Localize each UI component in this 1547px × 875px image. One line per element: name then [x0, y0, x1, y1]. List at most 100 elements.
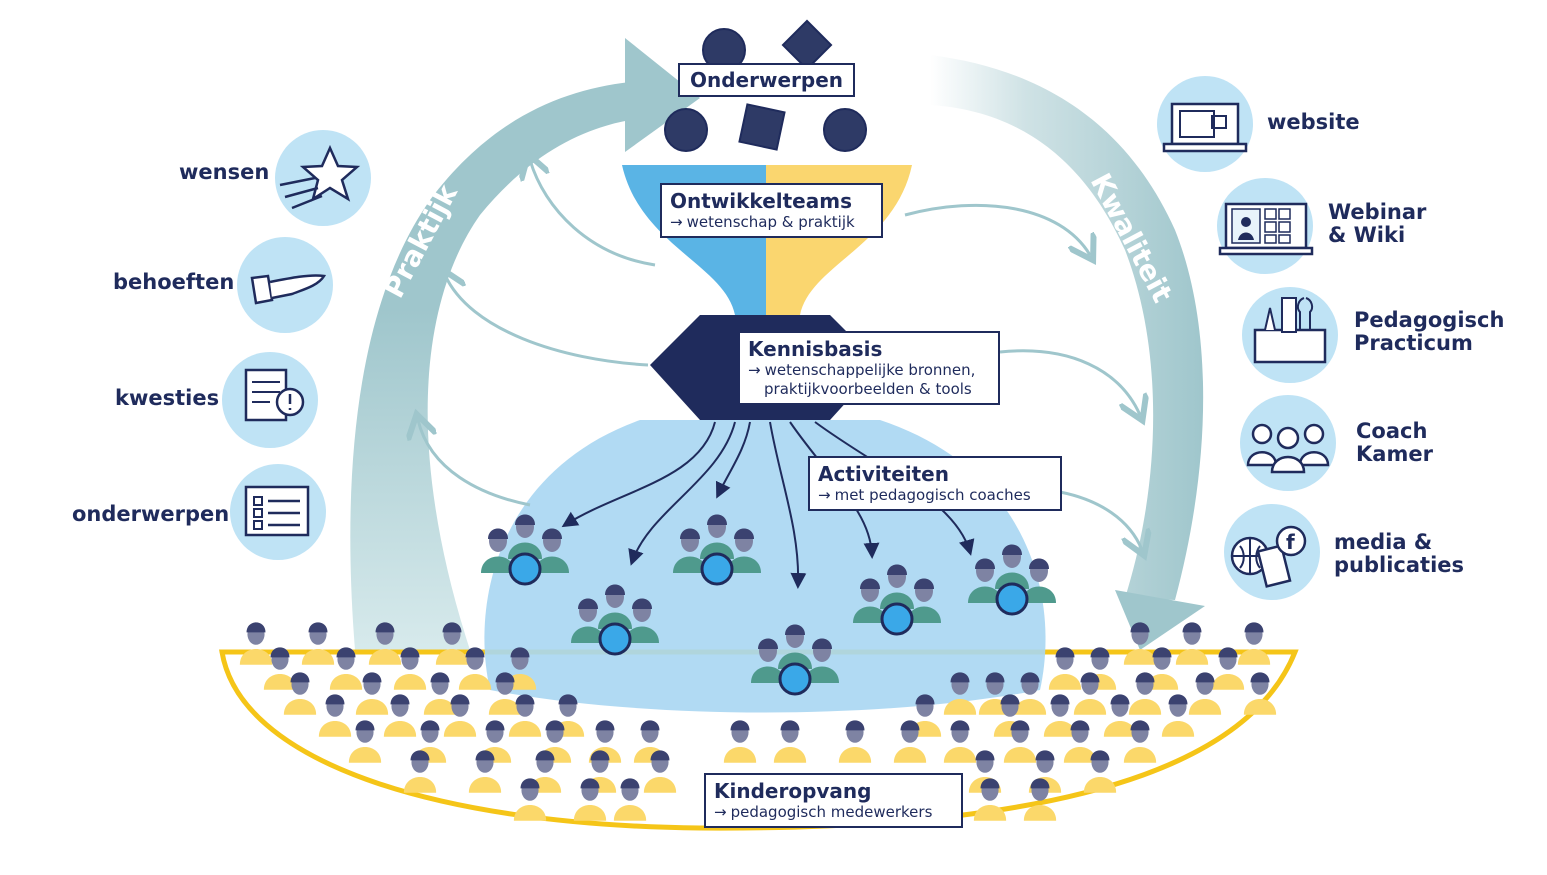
- person-figure: [1043, 694, 1077, 737]
- person-figure: [853, 578, 887, 623]
- person-figure: [1013, 672, 1047, 715]
- person-figure: [239, 622, 273, 665]
- people-icon: [1240, 395, 1336, 491]
- person-figure: [613, 778, 647, 821]
- coach-group: [673, 514, 761, 586]
- childcare-crowd: [239, 622, 1277, 821]
- right-label-practicum: Pedagogisch Practicum: [1354, 308, 1505, 355]
- person-figure: [1237, 622, 1271, 665]
- right-icons: f: [1157, 76, 1338, 600]
- person-figure: [468, 750, 502, 793]
- activities-box: Activiteiten →met pedagogisch coaches: [808, 456, 1062, 511]
- globe-book-icon: f: [1224, 504, 1320, 600]
- person-figure: [723, 720, 757, 763]
- person-figure: [1103, 694, 1137, 737]
- person-figure: [488, 672, 522, 715]
- person-figure: [329, 647, 363, 690]
- person-figure: [403, 750, 437, 793]
- person-figure: [443, 694, 477, 737]
- svg-text:f: f: [1286, 530, 1295, 554]
- coach-circle: [700, 552, 734, 586]
- star-icon: [275, 130, 371, 226]
- person-figure: [435, 622, 469, 665]
- person-figure: [1073, 672, 1107, 715]
- person-figure: [368, 622, 402, 665]
- person-figure: [1175, 622, 1209, 665]
- person-figure: [571, 598, 605, 643]
- knowledge-subtitle-1: wetenschappelijke bronnen,: [764, 361, 976, 379]
- person-figure: [1063, 720, 1097, 763]
- person-figure: [943, 720, 977, 763]
- toolbox-icon: [1242, 287, 1338, 383]
- childcare-subtitle: pedagogisch medewerkers: [730, 803, 933, 821]
- person-figure: [263, 647, 297, 690]
- knowledge-subtitle-2: praktijkvoorbeelden & tools: [764, 380, 972, 398]
- person-figure: [355, 672, 389, 715]
- person-figure: [481, 528, 515, 573]
- person-figure: [383, 694, 417, 737]
- person-figure: [633, 720, 667, 763]
- person-figure: [1048, 647, 1082, 690]
- left-label-behoeften: behoeften: [113, 270, 235, 294]
- person-figure: [1128, 672, 1162, 715]
- left-label-kwesties: kwesties: [115, 386, 220, 410]
- person-figure: [1123, 622, 1157, 665]
- person-figure: [508, 694, 542, 737]
- right-label-website: website: [1267, 110, 1360, 134]
- dev-teams-title: Ontwikkelteams: [670, 189, 852, 213]
- coach-group: [853, 564, 941, 636]
- person-figure: [1003, 720, 1037, 763]
- person-figure: [751, 638, 785, 683]
- topic-shapes: [664, 19, 867, 152]
- childcare-box: Kinderopvang →pedagogisch medewerkers: [704, 773, 963, 828]
- person-figure: [1243, 672, 1277, 715]
- person-figure: [1083, 750, 1117, 793]
- knowledge-box: Kennisbasis →wetenschappelijke bronnen, …: [738, 331, 1000, 405]
- coach-groups: [481, 514, 1056, 696]
- dev-teams-box: Ontwikkelteams →wetenschap & praktijk: [660, 183, 883, 238]
- coach-circle: [995, 582, 1029, 616]
- person-figure: [1145, 647, 1179, 690]
- person-figure: [727, 528, 761, 573]
- activities-subtitle: met pedagogisch coaches: [834, 486, 1031, 504]
- coach-circle: [778, 662, 812, 696]
- arrow-glyph: →: [818, 486, 831, 504]
- topics-box: Onderwerpen: [678, 63, 856, 97]
- person-figure: [1123, 720, 1157, 763]
- person-figure: [1211, 647, 1245, 690]
- flow-arrows: [418, 160, 1142, 550]
- arrow-glyph: →: [714, 803, 727, 821]
- person-figure: [535, 528, 569, 573]
- coach-circle: [880, 602, 914, 636]
- person-figure: [805, 638, 839, 683]
- right-label-media: media & publicaties: [1334, 530, 1465, 577]
- left-label-wensen: wensen: [179, 160, 270, 184]
- document-alert-icon: [222, 352, 318, 448]
- person-figure: [838, 720, 872, 763]
- coach-circle: [598, 622, 632, 656]
- person-figure: [773, 720, 807, 763]
- person-figure: [893, 720, 927, 763]
- coach-group: [968, 544, 1056, 616]
- person-figure: [907, 578, 941, 623]
- left-label-onderwerpen: onderwerpen: [72, 502, 230, 526]
- childcare-title: Kinderopvang: [714, 779, 872, 803]
- person-figure: [1188, 672, 1222, 715]
- person-figure: [458, 647, 492, 690]
- person-figure: [573, 778, 607, 821]
- activities-title: Activiteiten: [818, 462, 949, 486]
- person-figure: [423, 672, 457, 715]
- person-figure: [393, 647, 427, 690]
- person-figure: [1022, 558, 1056, 603]
- person-figure: [283, 672, 317, 715]
- coach-group: [571, 584, 659, 656]
- checklist-icon: [230, 464, 326, 560]
- person-figure: [301, 622, 335, 665]
- coach-group: [481, 514, 569, 586]
- person-figure: [625, 598, 659, 643]
- arrow-glyph: →: [670, 213, 683, 231]
- knowledge-title: Kennisbasis: [748, 337, 883, 361]
- person-figure: [513, 778, 547, 821]
- person-figure: [318, 694, 352, 737]
